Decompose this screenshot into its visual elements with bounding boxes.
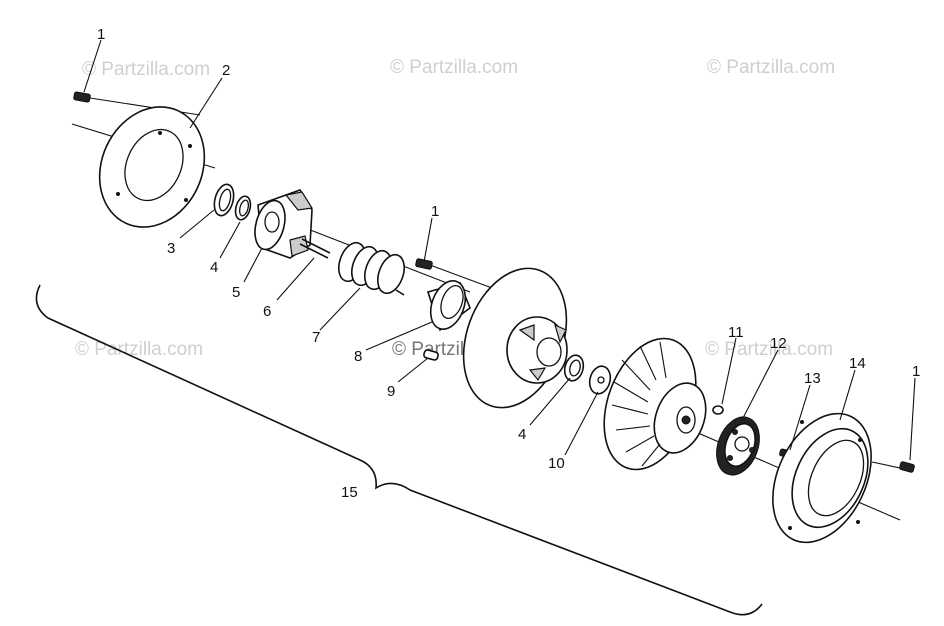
callout-4: 4 — [210, 259, 218, 276]
callout-5: 5 — [232, 284, 240, 301]
assembly-bracket — [35, 284, 763, 616]
part-9-roller — [423, 349, 439, 361]
part-7-spring — [338, 241, 405, 296]
watermark: © Partzilla.com — [707, 57, 835, 78]
callout-1-middle: 1 — [431, 203, 439, 220]
callout-10: 10 — [548, 455, 565, 472]
callout-1-right: 1 — [912, 363, 920, 380]
callout-14: 14 — [849, 355, 866, 372]
callout-8: 8 — [354, 348, 362, 365]
callouts: 1 2 3 4 5 6 7 1 8 9 4 10 11 12 13 14 1 1… — [97, 26, 920, 501]
callout-2: 2 — [222, 62, 230, 79]
part-3-snap-ring — [213, 183, 235, 217]
leader-lines — [83, 39, 916, 461]
part-8-bushing — [426, 280, 471, 332]
fixed-sheave — [603, 337, 707, 471]
part-5-spider — [254, 189, 313, 259]
watermark: © Partzilla.com — [75, 339, 203, 360]
callout-4-second: 4 — [518, 426, 526, 443]
part-14-cover — [772, 412, 872, 544]
callout-1: 1 — [97, 26, 105, 43]
callout-12: 12 — [770, 335, 787, 352]
moveable-sheave — [462, 267, 568, 409]
bolt-right — [871, 461, 915, 473]
part-4-washer-second — [563, 354, 585, 382]
callout-15: 15 — [341, 484, 358, 501]
watermark: © Partzilla.com — [390, 57, 518, 78]
callout-6: 6 — [263, 303, 271, 320]
watermark: © Partzilla.com — [82, 59, 210, 80]
part-11-pin — [712, 405, 724, 415]
part-2-flange-plate — [98, 106, 206, 228]
part-6-pin — [299, 238, 331, 259]
part-12-cam-plate — [716, 416, 760, 476]
callout-9: 9 — [387, 383, 395, 400]
callout-11: 11 — [728, 324, 744, 341]
watermark: © Partzilla.com — [705, 339, 833, 360]
part-4-washer — [234, 195, 252, 221]
callout-7: 7 — [312, 329, 320, 346]
part-10-washer — [588, 365, 612, 395]
callout-13: 13 — [804, 370, 821, 387]
callout-3: 3 — [167, 240, 175, 257]
